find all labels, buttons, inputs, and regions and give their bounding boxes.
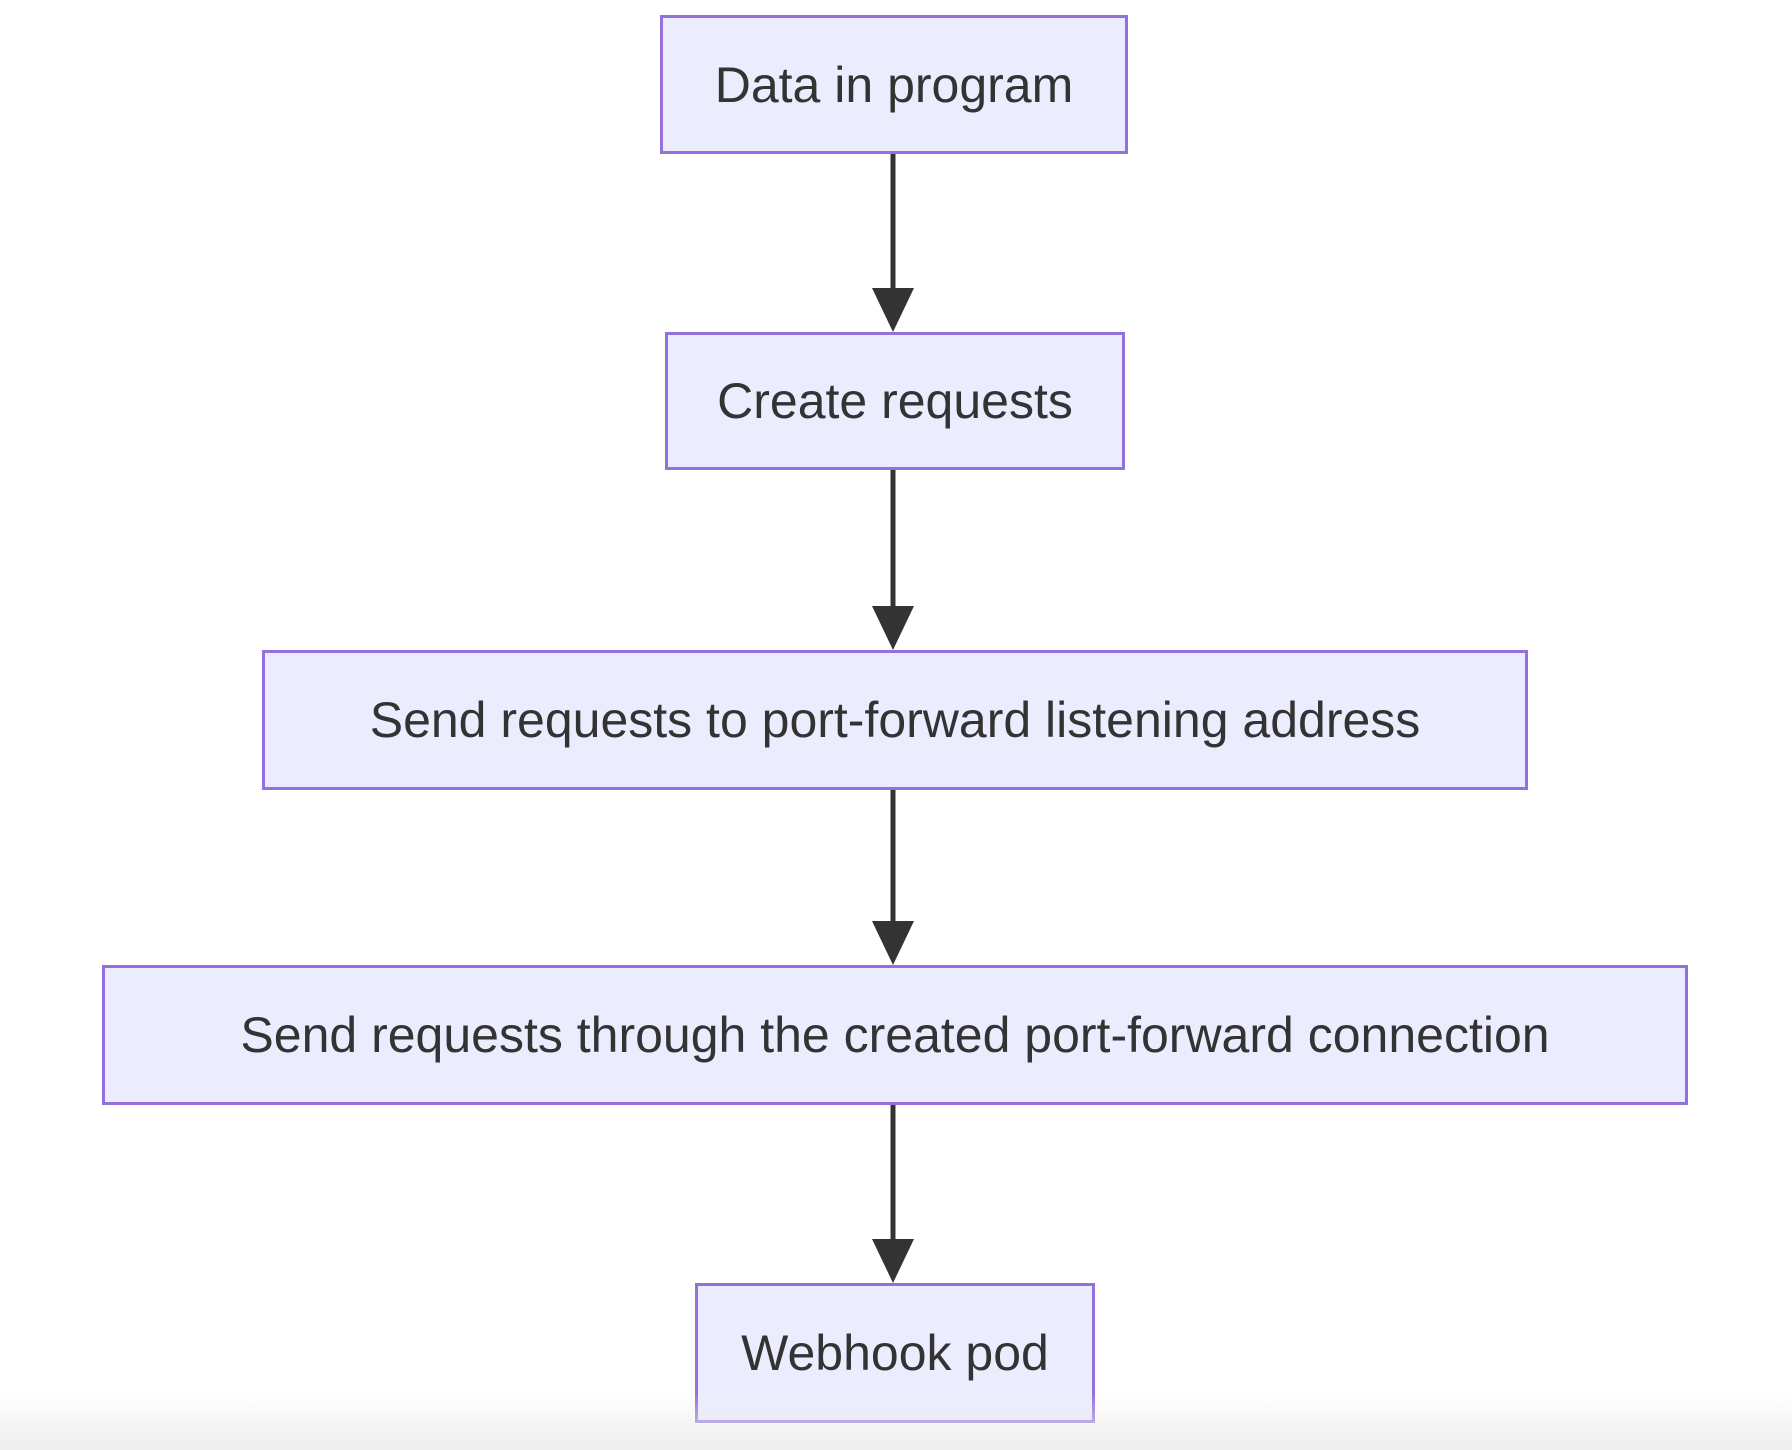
node-data-in-program: Data in program: [660, 15, 1128, 154]
node-label: Create requests: [717, 373, 1073, 429]
node-label: Send requests to port-forward listening …: [369, 692, 1421, 748]
node-webhook-pod: Webhook pod: [695, 1283, 1095, 1423]
arrowhead-down-icon: [872, 606, 914, 650]
flow-arrow-2: [871, 470, 915, 650]
arrow-line: [890, 790, 896, 925]
node-label: Data in program: [714, 56, 1074, 113]
arrowhead-down-icon: [872, 921, 914, 965]
flow-arrow-1: [871, 154, 915, 332]
flow-arrow-4: [871, 1105, 915, 1283]
node-label: Webhook pod: [741, 1325, 1049, 1381]
arrowhead-down-icon: [872, 288, 914, 332]
node-send-requests-to-port-forward-listening-address: Send requests to port-forward listening …: [262, 650, 1528, 790]
arrowhead-down-icon: [872, 1239, 914, 1283]
node-create-requests: Create requests: [665, 332, 1125, 470]
flow-arrow-3: [871, 790, 915, 965]
node-label: Send requests through the created port-f…: [240, 1007, 1550, 1063]
node-send-requests-through-created-port-forward-connection: Send requests through the created port-f…: [102, 965, 1688, 1105]
arrow-line: [890, 1105, 896, 1243]
arrow-line: [890, 154, 896, 292]
arrow-line: [890, 470, 896, 610]
